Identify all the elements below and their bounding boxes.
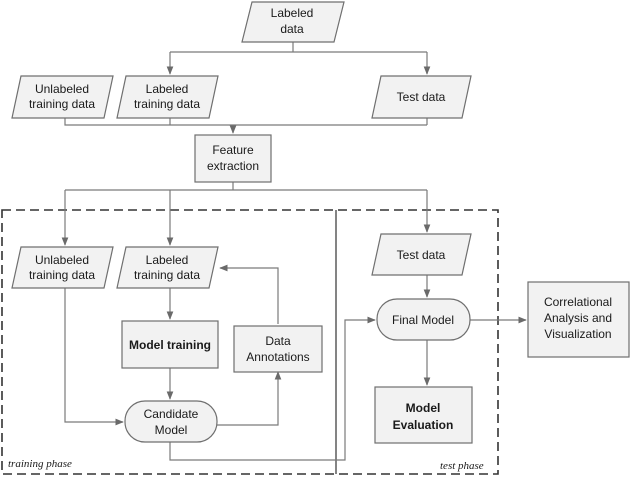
feature-extraction-node: Feature extraction — [194, 134, 272, 183]
correlational-line3: Visualization — [544, 327, 611, 341]
candidate-model-line2: Model — [155, 423, 188, 437]
unlabeled-inner-line2: training data — [29, 268, 95, 282]
model-evaluation-node: Model Evaluation — [374, 386, 473, 444]
data-annotations-line1: Data — [265, 334, 291, 348]
model-evaluation-line1: Model — [406, 401, 441, 415]
feature-extraction-line1: Feature — [212, 143, 254, 157]
unlabeled-top-line1: Unlabeled — [35, 82, 89, 96]
labeled-data-line2: data — [280, 22, 304, 36]
labeled-training-inner-line1: Labeled — [146, 253, 189, 267]
feature-extraction-line2: extraction — [207, 159, 259, 173]
labeled-training-top-line2: training data — [134, 97, 200, 111]
unlabeled-training-data-inner-node: Unlabeled training data — [11, 246, 114, 289]
data-annotations-line2: Annotations — [246, 350, 309, 364]
data-annotations-node: Data Annotations — [233, 325, 323, 373]
test-data-inner-label: Test data — [397, 248, 446, 262]
correlational-line1: Correlational — [544, 295, 612, 309]
unlabeled-inner-line1: Unlabeled — [35, 253, 89, 267]
unlabeled-training-data-top-node: Unlabeled training data — [11, 75, 114, 119]
final-model-node: Final Model — [376, 298, 471, 341]
model-training-label: Model training — [129, 338, 211, 352]
labeled-training-inner-line2: training data — [134, 268, 200, 282]
candidate-model-line1: Candidate — [144, 407, 199, 421]
labeled-data-node: Labeled data — [241, 1, 345, 43]
labeled-training-data-inner-node: Labeled training data — [116, 246, 219, 289]
test-phase-label: test phase — [440, 460, 484, 472]
final-model-label: Final Model — [392, 313, 454, 327]
candidate-model-node: Candidate Model — [124, 400, 218, 443]
test-data-top-node: Test data — [371, 75, 472, 119]
correlational-analysis-node: Correlational Analysis and Visualization — [527, 281, 630, 358]
edges — [61, 42, 527, 461]
labeled-training-top-line1: Labeled — [146, 82, 189, 96]
test-data-top-label: Test data — [397, 90, 446, 104]
labeled-training-data-top-node: Labeled training data — [116, 75, 219, 119]
unlabeled-top-line2: training data — [29, 97, 95, 111]
labeled-data-line1: Labeled — [271, 6, 314, 20]
training-phase-box — [1, 209, 499, 475]
training-phase-label: training phase — [8, 458, 72, 470]
model-evaluation-line2: Evaluation — [393, 418, 454, 432]
test-data-inner-node: Test data — [371, 233, 472, 276]
correlational-line2: Analysis and — [544, 311, 612, 325]
model-training-node: Model training — [121, 320, 219, 369]
